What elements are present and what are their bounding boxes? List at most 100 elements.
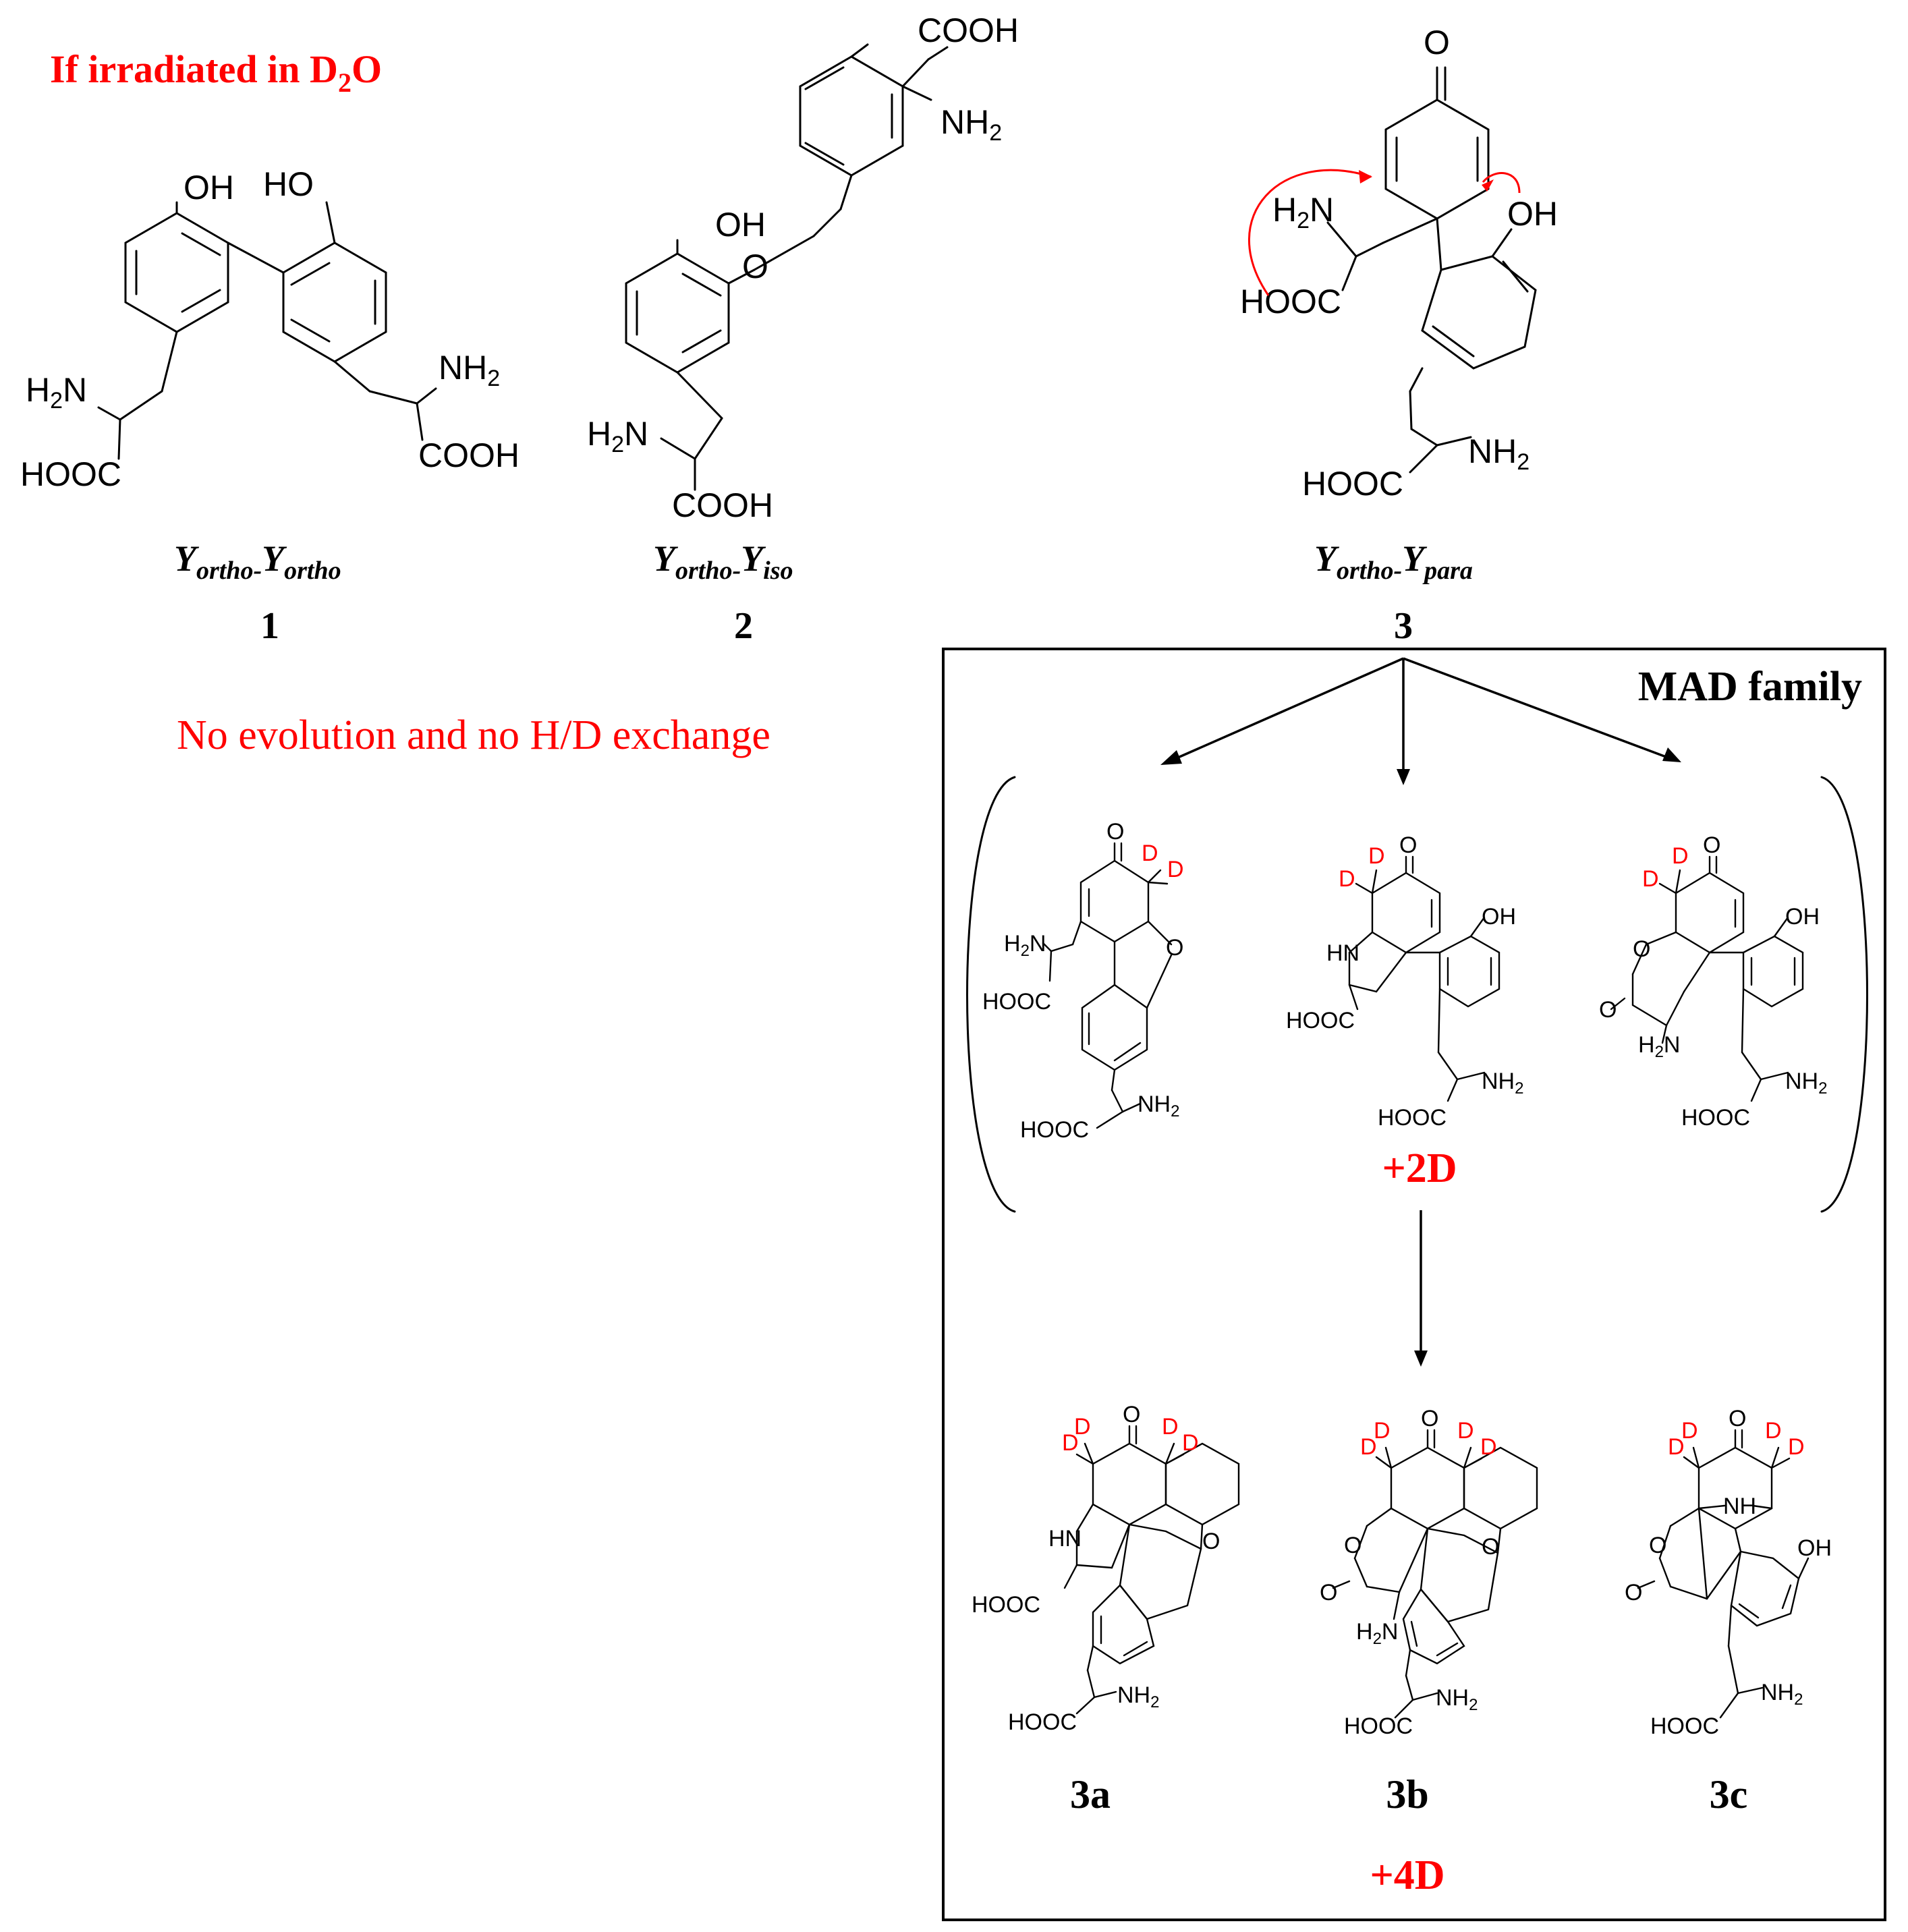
scheme-title: If irradiated in D2O: [50, 47, 382, 98]
product-3c-structure: [1637, 1429, 1809, 1719]
intermediate-c-structure: [1610, 855, 1804, 1102]
intermediate-a-deuterium-1: D: [1142, 841, 1158, 866]
product-3c-deuterium-4: D: [1788, 1434, 1805, 1460]
product-3b-deuterium-1: D: [1360, 1434, 1377, 1460]
intermediate-b-amine-bottom: NH2: [1482, 1069, 1523, 1098]
product-3a-deuterium-4: D: [1182, 1430, 1199, 1456]
compound-3-number: 3: [1394, 605, 1413, 647]
compound-2-ether-oxygen: O: [742, 248, 768, 285]
product-3b-amine-bottom: NH2: [1436, 1685, 1478, 1714]
product-3c-amine-bottom: NH2: [1761, 1680, 1803, 1709]
product-3b-ring-oxygen: O: [1482, 1534, 1499, 1560]
product-3b-deuterium-2: D: [1374, 1418, 1391, 1444]
compound-2-amine-top: NH2: [941, 103, 1002, 146]
product-3c-bridge-amine: NH: [1723, 1494, 1756, 1519]
compound-1-hydroxyl-right: HO: [263, 165, 314, 203]
left-bracket: [966, 776, 1016, 1213]
product-3a-ring-amine: HN: [1048, 1526, 1082, 1552]
intermediate-b-carboxyl-bottom: HOOC: [1378, 1105, 1447, 1131]
compound-3-amine-bottom: NH2: [1468, 432, 1530, 475]
intermediate-c-carbonyl-oxygen: O: [1599, 997, 1617, 1023]
compound-2-amine-bottom: H2N: [587, 415, 648, 457]
compound-1-name: Yortho-Yortho: [174, 538, 341, 585]
intermediate-a-carboxyl-bottom: HOOC: [1020, 1117, 1089, 1143]
product-3c-ketone-oxygen: O: [1729, 1406, 1746, 1431]
product-3b-ketone-oxygen: O: [1421, 1406, 1438, 1431]
product-3a-carboxyl-top: HOOC: [972, 1592, 1040, 1618]
product-3c-lactone-oxygen: O: [1649, 1533, 1666, 1558]
intermediate-a-ring-oxygen: O: [1166, 935, 1183, 961]
compound-3-ketone-oxygen: O: [1424, 24, 1450, 61]
intermediate-c-deuterium-2: D: [1642, 866, 1659, 892]
product-3b-carboxyl-bottom: HOOC: [1344, 1713, 1413, 1739]
intermediate-c-ring-oxygen: O: [1633, 936, 1650, 962]
compound-1-number: 1: [260, 605, 279, 647]
product-3b-deuterium-4: D: [1480, 1434, 1497, 1460]
compound-2-number: 2: [734, 605, 753, 647]
product-3a-deuterium-3: D: [1162, 1414, 1179, 1440]
intermediate-a-structure: [1042, 842, 1173, 1129]
compound-3-hydroxyl: OH: [1507, 195, 1558, 233]
compound-2-carboxyl-top: COOH: [918, 11, 1019, 49]
compound-3-amine: H2N: [1272, 191, 1334, 233]
down-arrowhead: [1414, 1351, 1428, 1367]
mad-family-title: MAD family: [1638, 664, 1862, 710]
compound-3-carboxyl-bottom: HOOC: [1302, 465, 1403, 503]
intermediate-c-hydroxyl: OH: [1785, 904, 1820, 930]
compound-2-top-chain: [901, 46, 949, 88]
compound-1-amine-right: NH2: [439, 349, 500, 391]
product-3c-carbonyl-oxygen: O: [1625, 1580, 1642, 1606]
intermediate-b-ring-amine: HN: [1326, 940, 1359, 966]
intermediate-c-ketone-oxygen: O: [1703, 832, 1720, 858]
product-3a-label: 3a: [1070, 1772, 1111, 1817]
no-exchange-note: No evolution and no H/D exchange: [177, 712, 770, 758]
intermediate-c-deuterium-1: D: [1672, 843, 1689, 869]
product-3a-deuterium-2: D: [1074, 1414, 1091, 1440]
compound-2-structure: [625, 43, 932, 491]
intermediate-a-amine: H2N: [1004, 931, 1046, 960]
product-3c-deuterium-1: D: [1668, 1434, 1685, 1460]
intermediate-a-carboxyl-top: HOOC: [982, 989, 1051, 1015]
product-3b-label: 3b: [1386, 1772, 1428, 1817]
intermediate-b-deuterium-2: D: [1339, 866, 1355, 892]
intermediate-b-deuterium-1: D: [1368, 843, 1385, 869]
mad-family-box: [942, 648, 1886, 1921]
product-3b-structure: [1332, 1429, 1538, 1719]
product-3c-hydroxyl: OH: [1797, 1535, 1832, 1561]
product-3b-carbonyl-oxygen: O: [1320, 1580, 1337, 1606]
compound-1-amine-left: H2N: [26, 371, 87, 414]
intermediate-a-deuterium-2: D: [1167, 857, 1184, 882]
product-3b-deuterium-3: D: [1457, 1418, 1474, 1444]
product-3c-deuterium-2: D: [1681, 1418, 1698, 1444]
intermediate-a-amine-bottom: NH2: [1138, 1091, 1179, 1120]
intermediate-b-ketone-oxygen: O: [1399, 832, 1417, 858]
compound-1-structure: [97, 201, 437, 460]
product-3c-deuterium-3: D: [1765, 1418, 1782, 1444]
compound-1-carboxyl-right: COOH: [418, 436, 520, 474]
product-3a-deuterium-1: D: [1062, 1430, 1079, 1456]
compound-2-name: Yortho-Yiso: [653, 538, 793, 585]
intermediate-b-structure: [1348, 855, 1500, 1102]
intermediate-b-carboxyl-top: HOOC: [1286, 1008, 1355, 1033]
intermediate-a-ketone-oxygen: O: [1106, 819, 1124, 845]
product-3a-carboxyl-bottom: HOOC: [1008, 1709, 1077, 1735]
compound-3-carboxyl-top: HOOC: [1240, 283, 1341, 320]
compound-1-hydroxyl-left: OH: [184, 169, 234, 206]
product-3b-amine: H2N: [1356, 1619, 1398, 1648]
product-3c-carboxyl-bottom: HOOC: [1650, 1713, 1719, 1739]
intermediate-b-hydroxyl: OH: [1482, 904, 1516, 930]
compound-2-carboxyl-bottom: COOH: [672, 486, 773, 524]
compound-3-name: Yortho-Ypara: [1314, 538, 1473, 585]
intermediate-c-carboxyl-bottom: HOOC: [1681, 1105, 1750, 1131]
compound-3-structure: [1326, 66, 1537, 474]
branch-arrows: [1160, 657, 1681, 785]
compound-3-curved-arrows: [1247, 169, 1521, 296]
product-3c-label: 3c: [1710, 1772, 1748, 1817]
plus-4d-label: +4D: [1370, 1852, 1444, 1898]
right-bracket: [1820, 776, 1868, 1213]
product-3a-ring-oxygen: O: [1202, 1529, 1220, 1554]
product-3a-ketone-oxygen: O: [1123, 1402, 1140, 1427]
compound-1-carboxyl-left: HOOC: [20, 455, 121, 493]
plus-2d-label: +2D: [1382, 1145, 1457, 1191]
